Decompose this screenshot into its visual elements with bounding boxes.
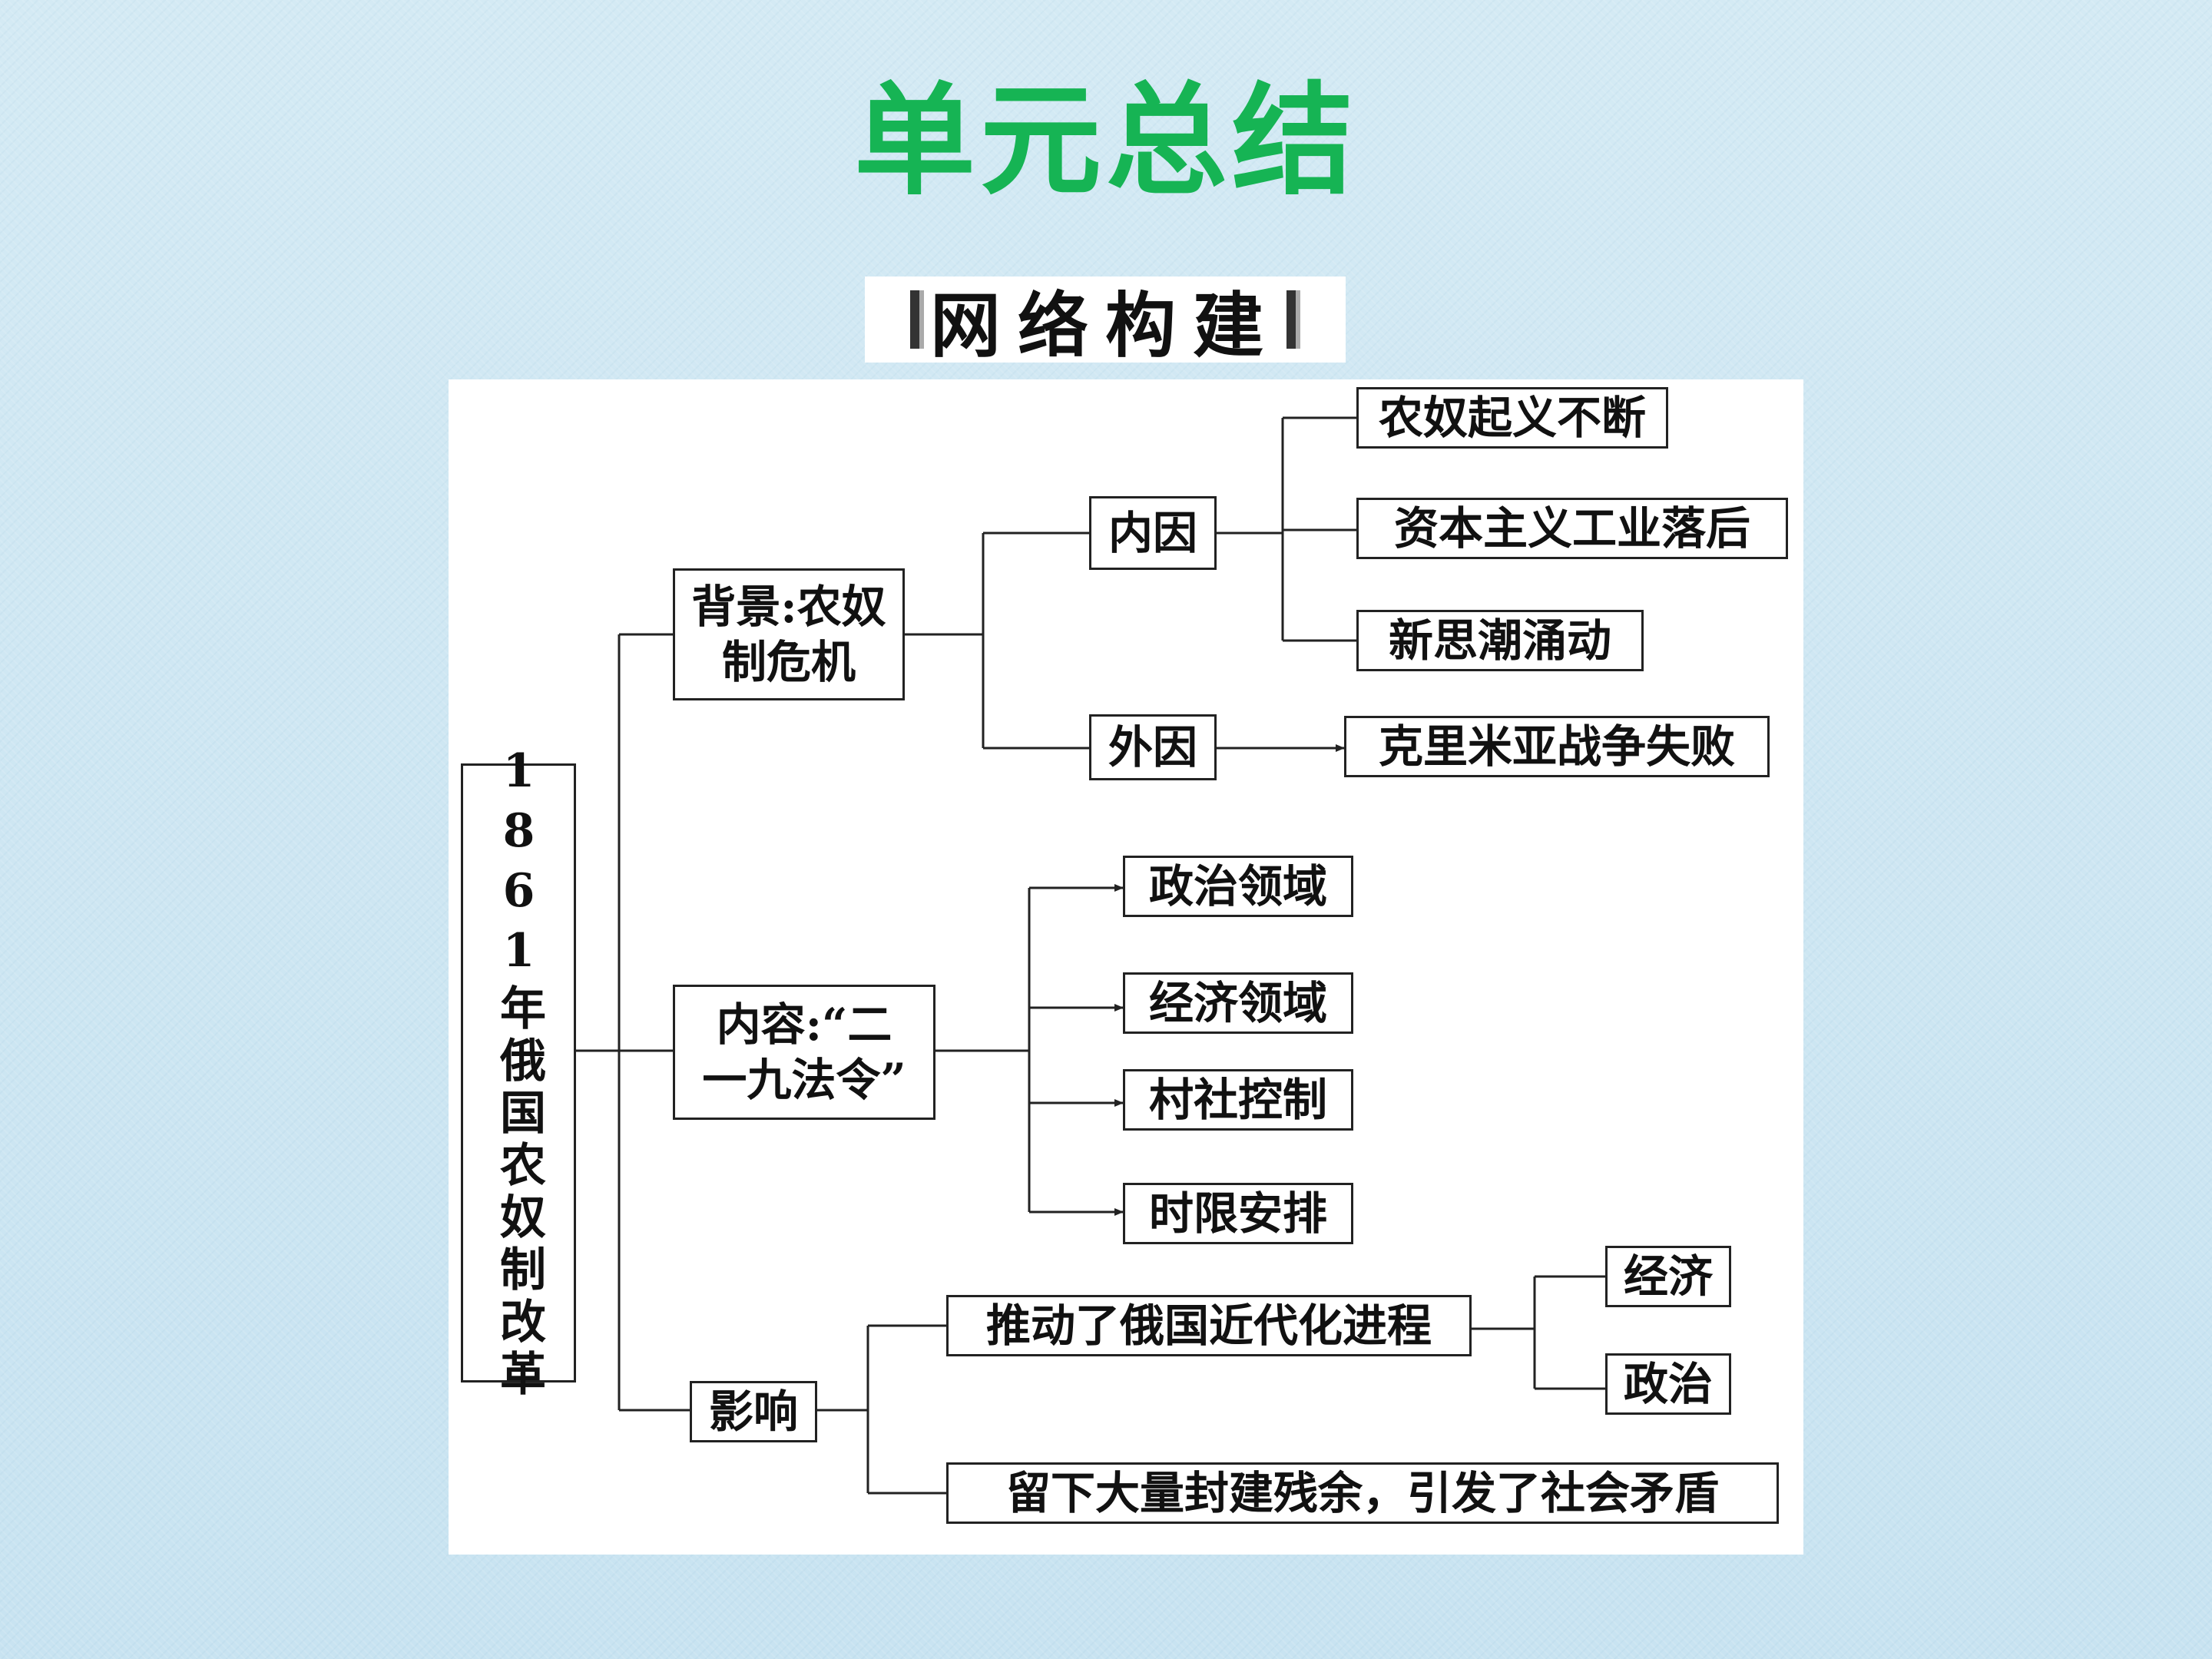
section-header: 网络构建 [865,276,1346,367]
modernization-item: 经济 [1605,1246,1731,1307]
modernization-node: 推动了俄国近代化进程 [946,1295,1472,1356]
internal-cause-node: 内因 [1089,496,1217,570]
background-node-line1: 背景:农奴 [691,580,886,633]
background-node-line2: 制危机 [721,636,856,688]
content-item: 政治领域 [1123,856,1353,917]
root-node: 1861年俄国农奴制改革 [461,744,576,1402]
internal-cause-item-label: 新思潮涌动 [1388,614,1611,667]
external-cause-node: 外因 [1089,714,1217,780]
root-node-label: 1861年俄国农奴制改革 [492,744,546,1402]
remnant-node: 留下大量封建残余，引发了社会矛盾 [946,1462,1779,1524]
modernization-node-label: 推动了俄国近代化进程 [985,1299,1432,1352]
left-bar-decoration [909,290,924,349]
content-node-line1: 内容:“二 [716,998,892,1051]
content-item: 时限安排 [1123,1183,1353,1244]
content-item-label: 政治领域 [1148,859,1327,912]
page-title: 单元总结 [854,71,1358,212]
modernization-item-label: 经济 [1623,1250,1713,1303]
impact-node: 影响 [690,1381,817,1442]
content-item-label: 村社控制 [1148,1073,1327,1126]
content-node: 内容:“二 一九法令” [673,985,935,1120]
internal-cause-item-label: 农奴起义不断 [1378,391,1646,444]
right-bar-decoration [1286,290,1300,349]
modernization-item: 政治 [1605,1353,1731,1415]
internal-cause-label: 内因 [1108,506,1197,559]
internal-cause-item: 农奴起义不断 [1356,387,1668,449]
section-header-label: 网络构建 [929,284,1280,367]
impact-node-label: 影响 [708,1385,798,1438]
modernization-item-label: 政治 [1623,1357,1713,1410]
content-item-label: 经济领域 [1148,976,1327,1029]
background-node: 背景:农奴 制危机 [673,568,905,700]
external-cause-item-label: 克里米亚战争失败 [1378,720,1735,773]
content-item: 经济领域 [1123,972,1353,1034]
internal-cause-item: 新思潮涌动 [1356,610,1644,671]
content-node-line2: 一九法令” [702,1054,906,1106]
external-cause-label: 外因 [1108,720,1197,773]
external-cause-item: 克里米亚战争失败 [1344,716,1770,777]
content-item-label: 时限安排 [1148,1187,1327,1240]
internal-cause-item-label: 资本主义工业落后 [1393,502,1750,555]
remnant-node-label: 留下大量封建残余，引发了社会矛盾 [1005,1466,1719,1519]
content-item: 村社控制 [1123,1069,1353,1131]
internal-cause-item: 资本主义工业落后 [1356,498,1788,559]
